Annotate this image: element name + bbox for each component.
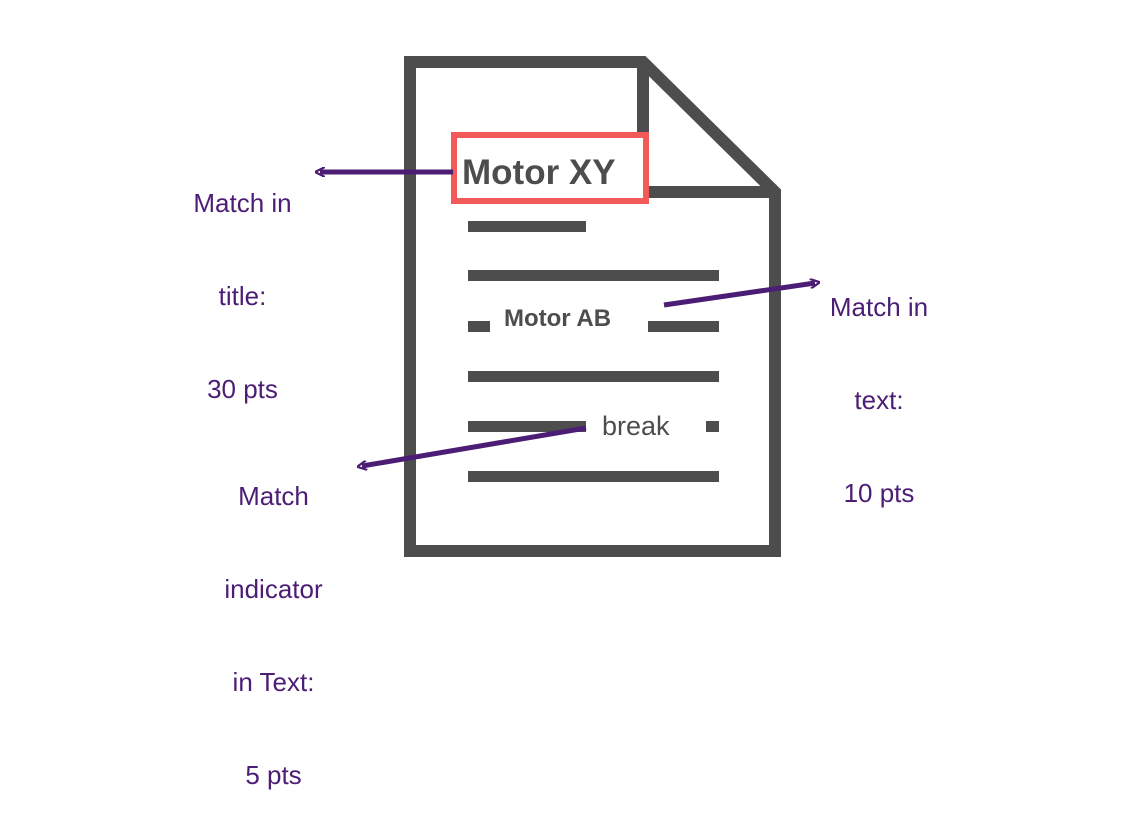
text-line (468, 421, 586, 432)
annotation-line: in Text: (232, 667, 315, 697)
text-line (468, 221, 586, 232)
text-line (468, 371, 719, 382)
title-match-text: Motor XY (462, 153, 616, 192)
text-line (648, 321, 719, 332)
text-match-arrow (663, 283, 815, 308)
text-match-annotation: Match in text: 10 pts (805, 230, 953, 540)
title-match-annotation: Match in title: 30 pts (165, 126, 320, 436)
indicator-match-arrow (362, 425, 587, 466)
annotation-line: Match in (193, 188, 292, 218)
document-icon (404, 56, 781, 557)
text-line (706, 421, 719, 432)
annotation-line: Match in (829, 292, 929, 322)
annotation-line: Match (238, 481, 309, 511)
annotation-line: indicator (224, 574, 323, 604)
document-text-lines (468, 221, 719, 482)
text-line (468, 321, 490, 332)
text-line (468, 270, 719, 281)
annotation-line: text: (854, 385, 904, 415)
title-highlight-box (451, 132, 649, 204)
annotation-line: 30 pts (207, 374, 278, 404)
indicator-match-text: break (602, 411, 670, 441)
document-scoring-diagram (0, 56, 1139, 557)
annotation-line: 10 pts (843, 478, 915, 508)
annotation-line: 5 pts (245, 760, 302, 790)
text-line (468, 471, 719, 482)
annotation-line: title: (218, 281, 267, 311)
text-match-text: Motor AB (504, 305, 612, 332)
